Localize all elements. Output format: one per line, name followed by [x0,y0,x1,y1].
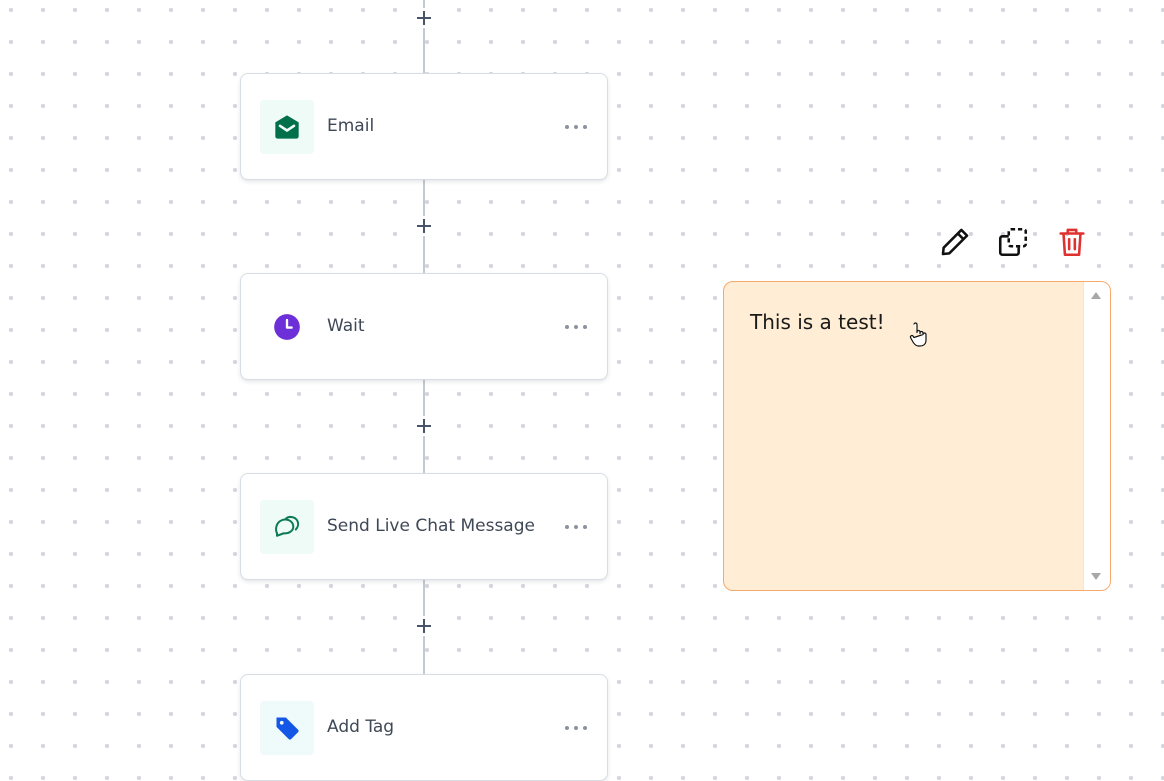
edit-note-button[interactable] [938,225,972,259]
workflow-step-add-tag[interactable]: Add Tag [240,674,608,781]
step-label: Add Tag [327,717,395,737]
workflow-step-send-live-chat-message[interactable]: Send Live Chat Message [240,473,608,580]
clock-icon [274,314,300,340]
step-icon-box [260,300,314,354]
duplicate-note-button[interactable] [996,225,1030,259]
tag-icon [276,717,299,740]
add-step-button[interactable] [414,216,434,236]
scroll-down-arrow-icon[interactable] [1091,573,1101,580]
more-options-icon[interactable] [565,317,587,337]
add-step-button[interactable] [414,416,434,436]
add-step-button[interactable] [414,616,434,636]
more-options-icon[interactable] [565,117,587,137]
add-step-button[interactable] [414,8,434,28]
step-icon-box [260,701,314,755]
hand-cursor-icon [909,322,927,347]
trash-icon [1059,228,1085,257]
more-options-icon[interactable] [565,517,587,537]
note-scrollbar[interactable] [1083,282,1110,590]
delete-note-button[interactable] [1055,225,1089,259]
step-icon-box [260,500,314,554]
duplicate-icon [998,227,1028,257]
step-label: Wait [327,316,365,336]
note-text[interactable]: This is a test! [750,310,885,334]
email-icon [275,115,299,139]
pencil-icon [941,228,969,256]
step-icon-box [260,100,314,154]
connector-line [423,0,425,74]
more-options-icon[interactable] [565,718,587,738]
workflow-step-wait[interactable]: Wait [240,273,608,380]
workflow-step-email[interactable]: Email [240,73,608,180]
scroll-up-arrow-icon[interactable] [1091,292,1101,299]
chat-bubbles-icon [275,515,300,537]
step-label: Send Live Chat Message [327,516,535,536]
step-label: Email [327,116,375,136]
